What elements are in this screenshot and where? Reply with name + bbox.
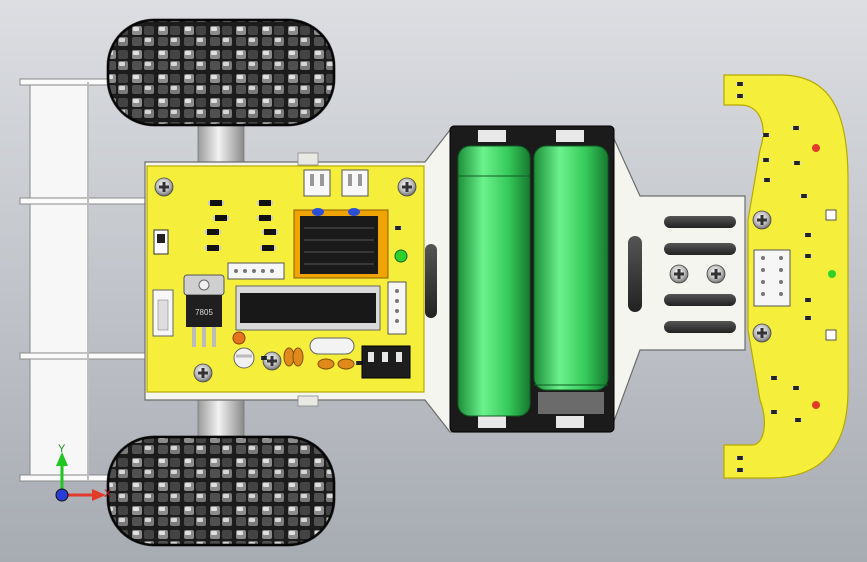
sensor-board-screw [752, 323, 772, 343]
electrolytic-capacitor [233, 347, 255, 369]
sensor-board[interactable] [723, 74, 849, 479]
pcb-screw [397, 177, 417, 197]
sensor-board-screw [752, 210, 772, 230]
wheel-bottom[interactable] [106, 435, 336, 547]
pcb-screw [154, 177, 174, 197]
sensor-led-green [828, 270, 836, 278]
chassis-slot-vertical [425, 244, 437, 318]
battery-cell[interactable] [533, 145, 609, 414]
chassis-screw [706, 264, 726, 284]
x-axis-label: X [104, 488, 112, 500]
sensor-led-red [812, 144, 820, 152]
front-bumper[interactable] [19, 78, 151, 482]
motor-connector[interactable] [341, 169, 369, 197]
pin-header[interactable] [227, 262, 285, 280]
microcontroller-chip [235, 285, 381, 331]
chassis-slot [664, 243, 736, 255]
regulator-label: 7805 [195, 308, 213, 317]
voltage-regulator: 7805 [183, 274, 225, 347]
sensor-led-red [812, 401, 820, 409]
main-pcb[interactable]: 7805 [146, 165, 425, 393]
wheel-top[interactable] [106, 18, 336, 127]
y-axis-label: Y [58, 443, 66, 455]
coordinate-triad: Y X [55, 443, 112, 502]
pcb-screw [262, 351, 282, 371]
chassis-slot [664, 294, 736, 306]
battery-cell[interactable] [457, 145, 531, 417]
pcb-screw [193, 363, 213, 383]
axle-bottom [197, 395, 245, 443]
z-axis-icon [55, 488, 69, 502]
programming-connector[interactable] [361, 345, 411, 379]
sensor-connector[interactable] [753, 249, 791, 307]
motor-connector[interactable] [303, 169, 331, 197]
status-led-green [394, 249, 408, 263]
capacitor-orange [232, 331, 246, 345]
sensor-header[interactable] [387, 281, 407, 335]
chassis-slot-vertical [628, 236, 642, 312]
motor-driver-heatsink [293, 208, 389, 279]
chassis-slot [664, 321, 736, 333]
battery-holder[interactable] [449, 125, 615, 433]
crystal-oscillator [309, 337, 355, 355]
chassis-slot [664, 216, 736, 228]
chassis-screw [669, 264, 689, 284]
